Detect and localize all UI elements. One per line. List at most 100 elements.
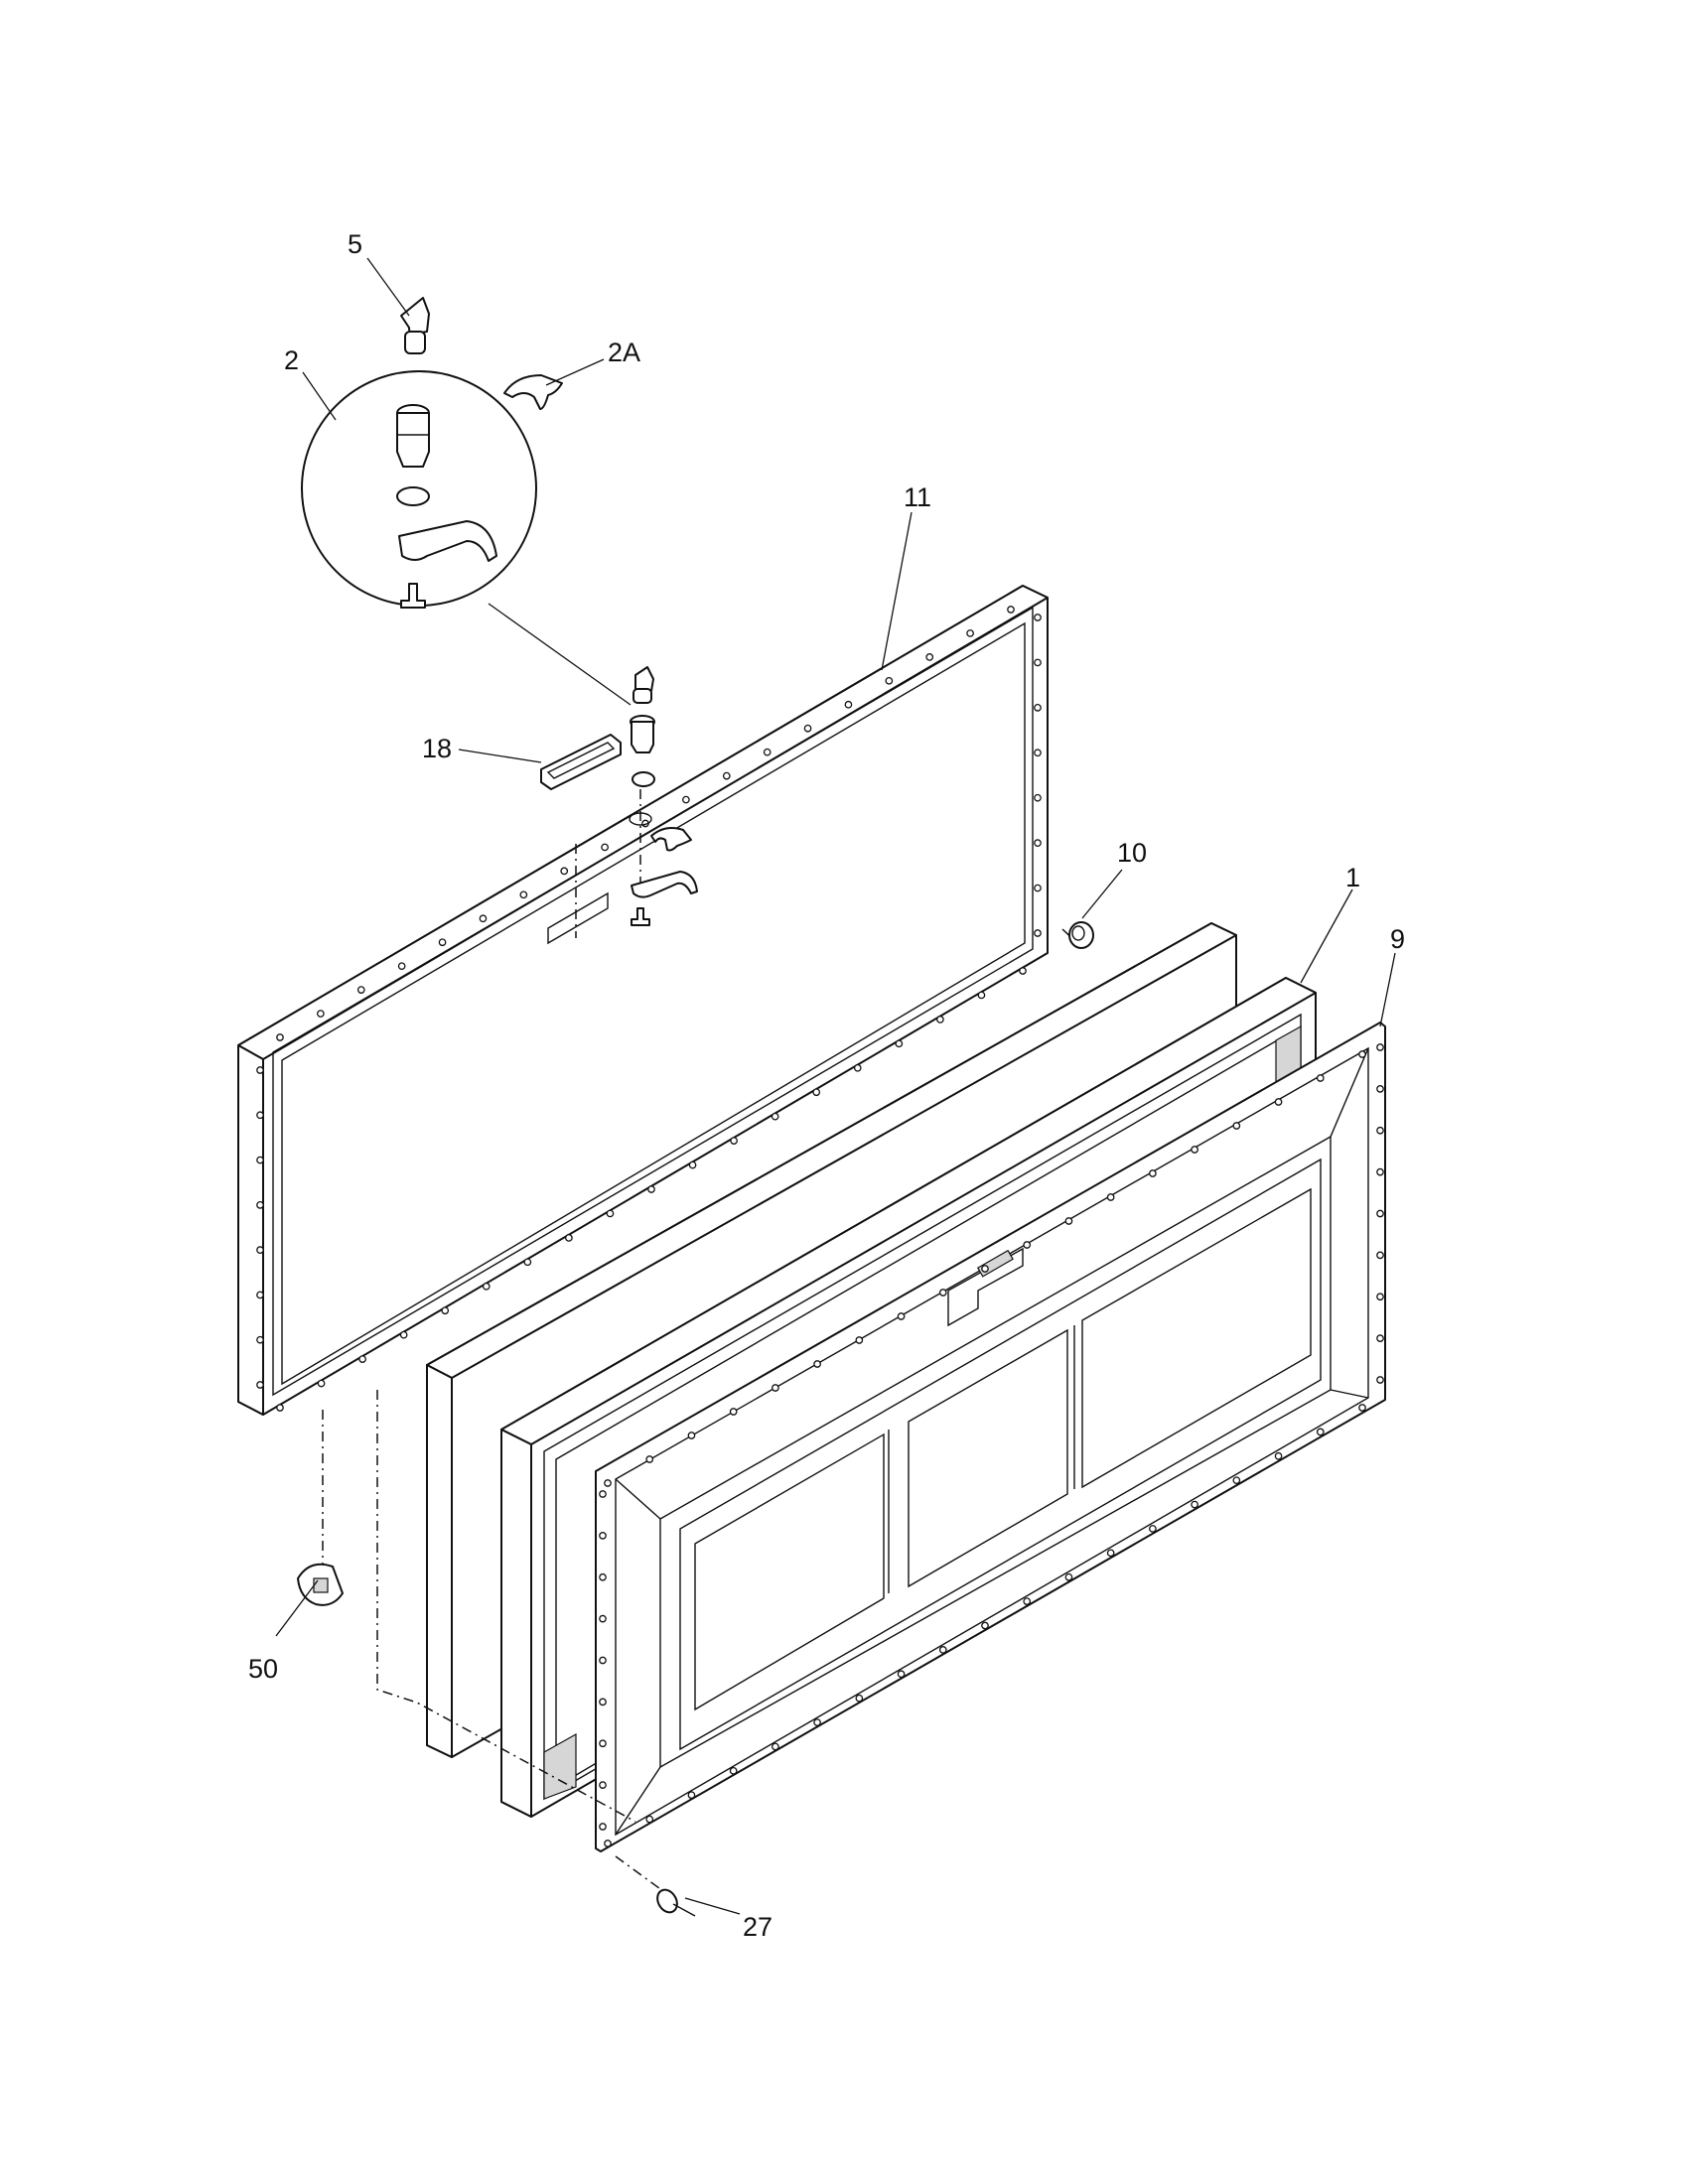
screw-hole bbox=[256, 1066, 264, 1074]
screw-hole bbox=[599, 1490, 607, 1498]
screw-hole bbox=[855, 1694, 864, 1703]
part-2-lock-detail bbox=[301, 370, 632, 706]
screw-hole bbox=[1376, 1209, 1384, 1218]
part-9-door-liner bbox=[595, 1022, 1386, 1852]
callout-11: 11 bbox=[904, 482, 931, 512]
lock-hardware-assembled bbox=[629, 666, 698, 926]
screw-hole bbox=[1064, 1217, 1073, 1225]
screw-hole bbox=[1232, 1122, 1241, 1130]
screw-hole bbox=[729, 1408, 738, 1416]
screw-hole bbox=[1019, 967, 1027, 975]
screw-hole bbox=[722, 771, 731, 780]
callout-2a: 2A bbox=[608, 338, 640, 367]
screw-hole bbox=[1034, 658, 1042, 667]
screw-hole bbox=[885, 676, 894, 685]
screw-hole bbox=[936, 1016, 944, 1024]
screw-hole bbox=[1376, 1167, 1384, 1176]
screw-hole bbox=[441, 1306, 450, 1315]
part-5-key bbox=[400, 297, 430, 354]
screw-hole bbox=[938, 1289, 947, 1297]
screw-hole bbox=[1034, 929, 1042, 937]
screw-hole bbox=[1376, 1251, 1384, 1260]
screw-hole bbox=[771, 1112, 779, 1121]
screw-hole bbox=[479, 914, 488, 923]
callout-27: 27 bbox=[743, 1912, 773, 1942]
screw-hole bbox=[812, 1088, 821, 1097]
screw-hole bbox=[358, 1355, 366, 1363]
screw-hole bbox=[604, 1479, 612, 1487]
screw-hole bbox=[606, 1209, 615, 1218]
screw-hole bbox=[276, 1033, 284, 1041]
screw-hole bbox=[772, 1384, 779, 1392]
screw-hole bbox=[855, 1336, 864, 1344]
screw-hole bbox=[599, 1781, 607, 1789]
callout-1: 1 bbox=[1345, 863, 1360, 892]
screw-hole bbox=[599, 1698, 607, 1706]
screw-hole bbox=[256, 1381, 264, 1389]
part-10-bumper bbox=[1068, 921, 1094, 949]
screw-hole bbox=[256, 1291, 264, 1299]
screw-hole bbox=[647, 1185, 655, 1193]
screw-hole bbox=[1358, 1050, 1366, 1058]
screw-hole bbox=[1316, 1428, 1325, 1436]
part-2a-clip bbox=[503, 374, 563, 410]
screw-hole bbox=[1376, 1043, 1384, 1051]
screw-hole bbox=[1064, 1572, 1073, 1581]
screw-hole bbox=[687, 1791, 696, 1800]
screw-hole bbox=[1316, 1074, 1325, 1082]
screw-hole bbox=[687, 1432, 696, 1439]
screw-hole bbox=[645, 1815, 654, 1824]
screw-hole bbox=[925, 653, 934, 661]
part-11-lid-frame bbox=[237, 585, 1049, 1416]
screw-hole bbox=[1149, 1169, 1157, 1177]
screw-hole bbox=[599, 1532, 607, 1540]
screw-hole bbox=[560, 867, 569, 876]
callout-18: 18 bbox=[422, 734, 452, 763]
screw-hole bbox=[1358, 1404, 1366, 1412]
screw-hole bbox=[356, 986, 365, 994]
screw-hole bbox=[482, 1282, 491, 1291]
screw-hole bbox=[938, 1646, 947, 1654]
screw-hole bbox=[1376, 1376, 1384, 1384]
callout-labels: 5 2A 2 11 18 10 1 9 50 27 bbox=[248, 229, 1405, 1942]
screw-hole bbox=[981, 1265, 989, 1273]
screw-hole bbox=[1034, 704, 1042, 712]
screw-hole bbox=[256, 1201, 264, 1209]
screw-hole bbox=[897, 1670, 906, 1679]
screw-hole bbox=[730, 1137, 738, 1145]
screw-hole bbox=[565, 1234, 573, 1242]
screw-hole bbox=[645, 1455, 654, 1463]
screw-hole bbox=[399, 1330, 408, 1339]
screw-hole bbox=[1007, 606, 1015, 614]
leader-lines bbox=[275, 257, 1396, 1915]
part-50-hinge-cover bbox=[297, 1563, 344, 1606]
screw-hole bbox=[599, 1656, 607, 1665]
screw-hole bbox=[1376, 1126, 1384, 1135]
screw-hole bbox=[813, 1718, 821, 1726]
screw-hole bbox=[256, 1335, 264, 1344]
screw-hole bbox=[1376, 1085, 1384, 1093]
screw-hole bbox=[729, 1766, 738, 1775]
screw-hole bbox=[813, 1360, 821, 1368]
screw-hole bbox=[604, 1840, 612, 1847]
screw-hole bbox=[599, 1614, 607, 1623]
screw-hole bbox=[688, 1160, 697, 1169]
callout-2: 2 bbox=[284, 345, 299, 375]
screw-hole bbox=[772, 1742, 779, 1751]
screw-hole bbox=[1232, 1476, 1241, 1485]
screw-hole bbox=[1191, 1500, 1198, 1509]
screw-hole bbox=[397, 962, 406, 971]
screw-hole bbox=[317, 1379, 326, 1388]
callout-5: 5 bbox=[348, 229, 362, 259]
part-27-screw bbox=[656, 1888, 696, 1917]
screw-hole bbox=[977, 991, 986, 1000]
screw-hole bbox=[1274, 1451, 1283, 1460]
screw-hole bbox=[1034, 839, 1042, 847]
screw-hole bbox=[601, 843, 609, 852]
screw-hole bbox=[599, 1572, 607, 1581]
screw-hole bbox=[981, 1621, 989, 1630]
assembly-lines bbox=[322, 789, 1078, 1892]
screw-hole bbox=[803, 724, 812, 733]
screw-hole bbox=[1191, 1146, 1198, 1154]
